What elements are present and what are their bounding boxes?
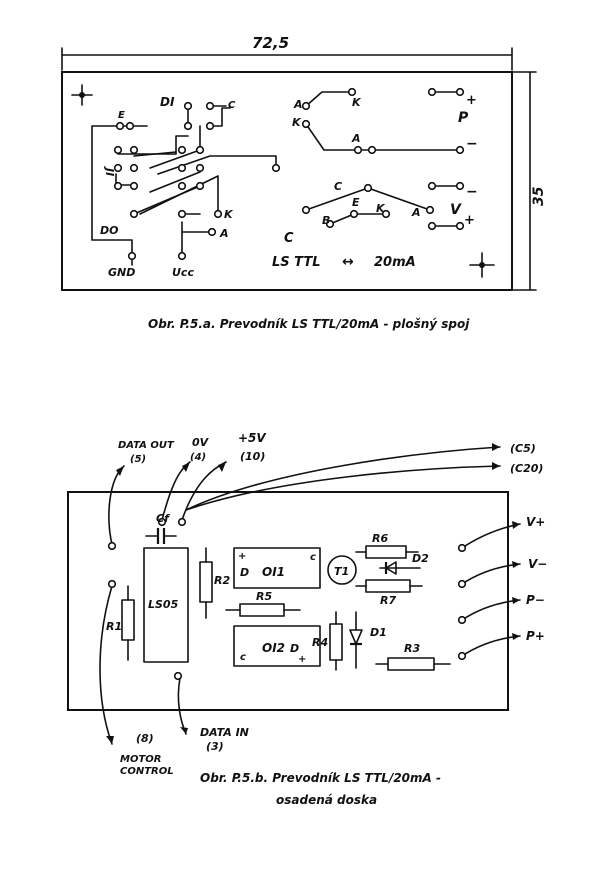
label-d1: D1 bbox=[370, 626, 387, 639]
label-c-left: C bbox=[228, 100, 236, 111]
label-c5: (C5) bbox=[510, 442, 536, 455]
label-d-oi2: D bbox=[290, 642, 299, 655]
label-v-plus: V+ bbox=[526, 515, 545, 529]
label-r1: R1 bbox=[106, 620, 122, 633]
label-e: E bbox=[352, 196, 360, 209]
label-d-oi1: D bbox=[240, 566, 249, 579]
label-c-oi2: c bbox=[240, 652, 246, 663]
label-di: DI bbox=[160, 95, 175, 109]
label-plus5v: +5V bbox=[238, 431, 267, 445]
label-p-minus: P− bbox=[526, 593, 545, 607]
label-plus1: + bbox=[466, 93, 477, 108]
label-plus2: + bbox=[464, 213, 475, 228]
label-k2: K bbox=[292, 116, 302, 129]
label-c20: (C20) bbox=[510, 462, 543, 475]
label-p: P bbox=[458, 110, 469, 126]
pcb-pads-right bbox=[301, 87, 465, 231]
label-r2: R2 bbox=[214, 574, 230, 587]
mounting-mark-topleft bbox=[71, 84, 93, 106]
resistor-r3 bbox=[375, 657, 451, 671]
label-k1: K bbox=[352, 96, 362, 109]
label-r3: R3 bbox=[404, 642, 420, 655]
label-a3: A bbox=[411, 206, 421, 219]
resistor-r5 bbox=[225, 603, 301, 617]
label-motor: MOTOR bbox=[120, 754, 161, 765]
label-e-left: E bbox=[118, 110, 125, 121]
label-ls-ttl: LS TTL bbox=[272, 255, 321, 270]
label-pin-10: (10) bbox=[240, 450, 265, 463]
label-ucc: Ucc bbox=[172, 266, 194, 279]
label-p-plus: P+ bbox=[526, 629, 545, 643]
label-a1: A bbox=[293, 98, 303, 111]
label-v: V bbox=[450, 202, 462, 218]
label-b: B bbox=[322, 214, 330, 227]
resistor-r1 bbox=[121, 585, 135, 661]
capacitor-cf bbox=[145, 528, 177, 544]
label-data-out: DATA OUT bbox=[118, 440, 175, 451]
label-control: CONTROL bbox=[120, 766, 174, 777]
assembled-board-figure: Cf LS05 R1 R2 D + OI1 c R5 bbox=[67, 431, 547, 807]
label-cf: Cf bbox=[156, 512, 170, 525]
label-k3: K bbox=[376, 202, 386, 215]
label-20ma: 20mA bbox=[374, 255, 416, 270]
optocoupler-oi2 bbox=[233, 625, 321, 667]
label-do: DO bbox=[100, 224, 118, 237]
label-r7: R7 bbox=[380, 594, 396, 607]
caption-bottom-line1: Obr. P.5.b. Prevodník LS TTL/20mA - bbox=[200, 771, 441, 785]
mounting-mark-bottomright bbox=[469, 252, 495, 278]
label-ls05: LS05 bbox=[148, 598, 179, 611]
ic-ls05 bbox=[143, 547, 189, 663]
pcb-board-outline bbox=[61, 71, 513, 291]
resistor-r6 bbox=[355, 545, 419, 559]
caption-bottom-line2: osadená doska bbox=[276, 793, 377, 807]
diode-d1 bbox=[349, 611, 363, 669]
label-minus2: − bbox=[466, 184, 478, 200]
label-r4: R4 bbox=[312, 636, 328, 649]
label-c2: C bbox=[284, 231, 294, 246]
label-d2: D2 bbox=[412, 552, 429, 565]
transistor-t1 bbox=[327, 555, 357, 585]
label-data-in: DATA IN bbox=[200, 726, 249, 739]
label-k-left: K bbox=[224, 208, 234, 221]
label-0v: 0V bbox=[192, 436, 210, 449]
label-plus-oi1: + bbox=[238, 551, 246, 562]
label-minus1: − bbox=[466, 136, 478, 152]
label-v-minus: V− bbox=[528, 557, 547, 571]
label-plus-oi2: + bbox=[298, 654, 306, 665]
optocoupler-oi1 bbox=[233, 547, 321, 589]
caption-top: Obr. P.5.a. Prevodník LS TTL/20mA - ploš… bbox=[148, 317, 470, 331]
label-pin-3: (3) bbox=[206, 740, 224, 753]
label-r5: R5 bbox=[256, 590, 272, 603]
resistor-r4 bbox=[329, 611, 343, 671]
wire-arrowheads bbox=[106, 443, 520, 744]
pcb-pads-left bbox=[113, 101, 281, 261]
label-a-left: A bbox=[219, 227, 229, 240]
label-r6: R6 bbox=[372, 532, 388, 545]
label-oi2: OI2 bbox=[262, 641, 285, 655]
label-bidirectional-arrow: ↔ bbox=[342, 254, 354, 270]
pcb-traces-left bbox=[91, 105, 277, 266]
label-gnd: GND bbox=[108, 266, 135, 279]
resistor-r2 bbox=[199, 547, 213, 619]
label-c1: C bbox=[334, 180, 342, 193]
width-dimension-label: 72,5 bbox=[252, 34, 289, 52]
label-pin-8: (8) bbox=[136, 732, 154, 745]
label-oi1: OI1 bbox=[262, 565, 285, 579]
label-a2: A bbox=[351, 132, 361, 145]
label-ji: JI bbox=[103, 166, 116, 176]
label-pin-4: (4) bbox=[190, 452, 206, 463]
label-t1: T1 bbox=[334, 565, 349, 578]
label-pin-5: (5) bbox=[130, 454, 146, 465]
pcb-layout-figure: 72,5 35 bbox=[61, 34, 547, 331]
board-pads bbox=[107, 517, 467, 681]
diode-d2 bbox=[379, 561, 421, 575]
height-dimension-label: 35 bbox=[531, 186, 547, 206]
label-c-oi1: c bbox=[310, 552, 316, 563]
resistor-r7 bbox=[355, 579, 423, 593]
assembled-board-outline bbox=[67, 491, 509, 711]
